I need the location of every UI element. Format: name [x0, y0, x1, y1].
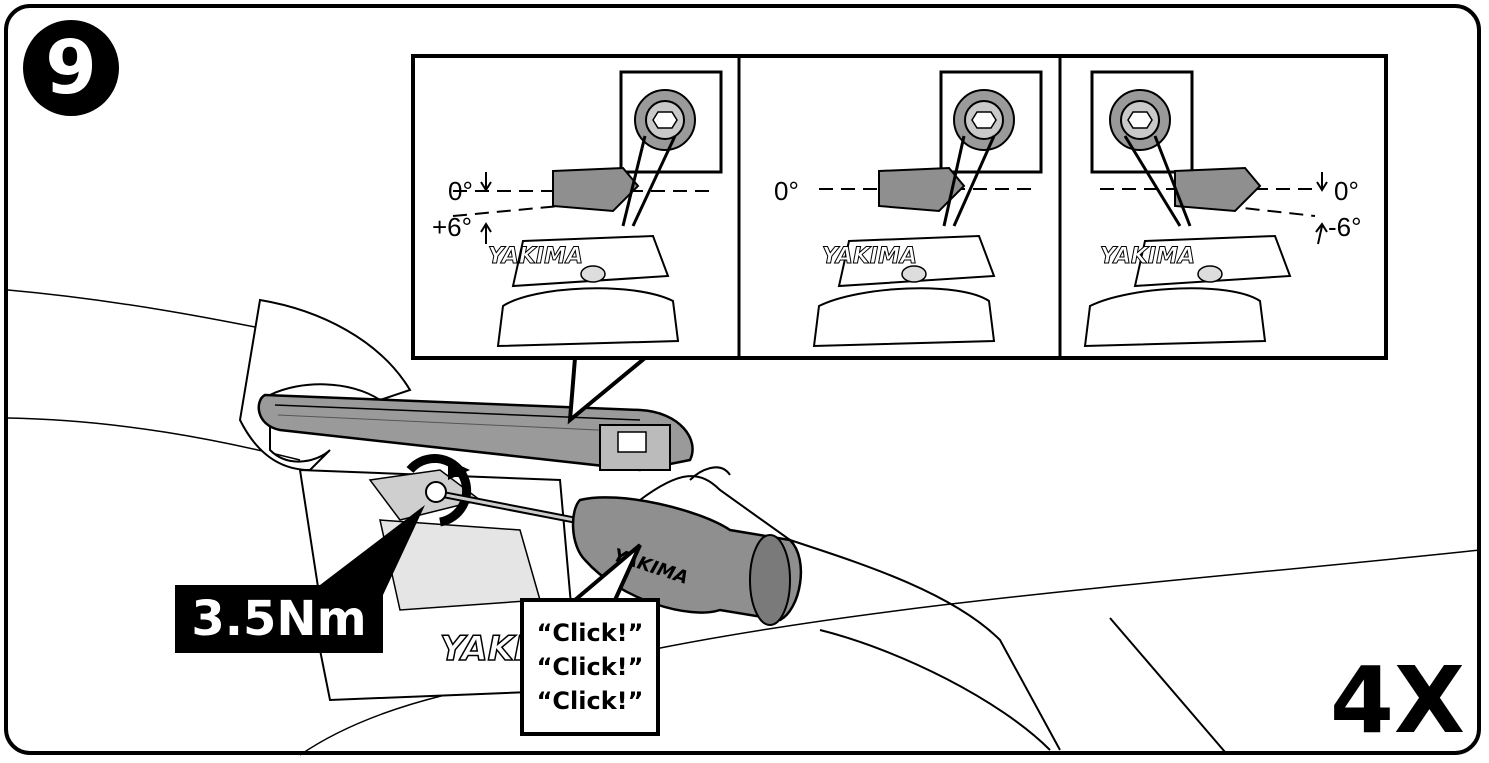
- click-line-2: “Click!”: [537, 650, 644, 684]
- click-line-1: “Click!”: [537, 616, 644, 650]
- panel3-upper-angle: 0°: [1334, 176, 1359, 207]
- panel1-brand: YAKIMA: [488, 244, 583, 269]
- quantity-label: 4X: [1330, 655, 1465, 747]
- panel2-angle: 0°: [774, 176, 799, 207]
- panel1-upper-angle: 0°: [448, 176, 473, 207]
- click-sound-callout: “Click!” “Click!” “Click!”: [520, 598, 660, 736]
- panel3-brand: YAKIMA: [1100, 244, 1195, 269]
- click-line-3: “Click!”: [537, 684, 644, 718]
- left-hand: [240, 300, 410, 470]
- panel3-lower-angle: -6°: [1328, 212, 1362, 243]
- panel2-brand: YAKIMA: [822, 244, 917, 269]
- crossbar: [259, 395, 693, 470]
- torque-label: 3.5Nm: [175, 585, 383, 653]
- panel1-lower-angle: +6°: [432, 212, 472, 243]
